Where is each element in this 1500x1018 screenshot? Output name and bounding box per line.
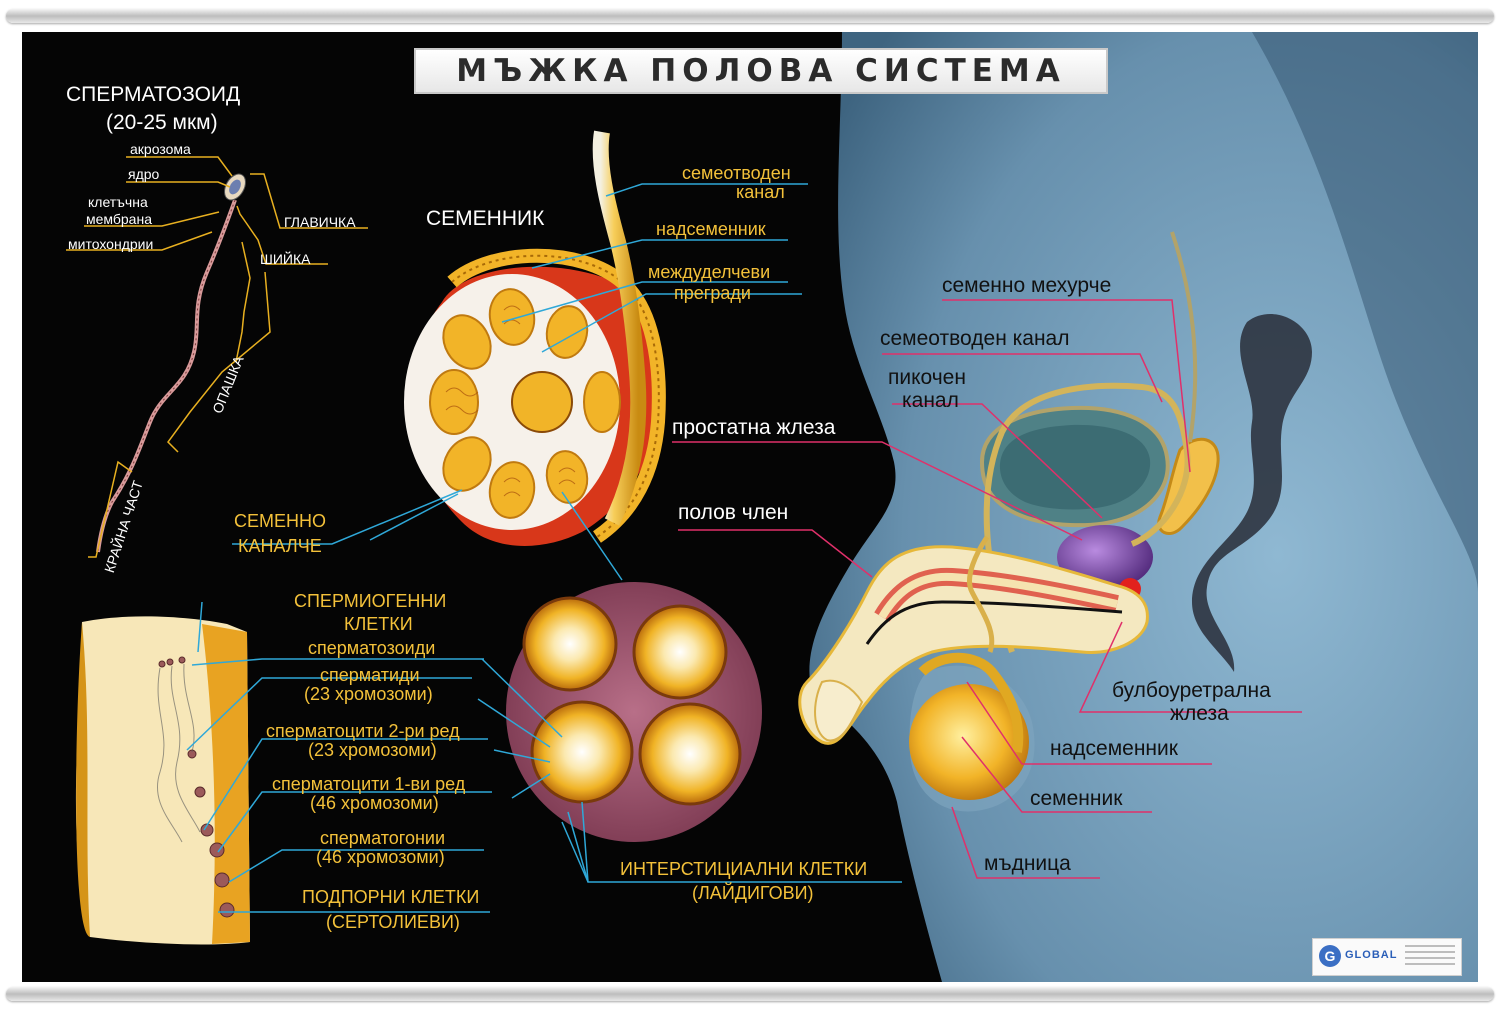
tubule-section-2 — [632, 604, 728, 700]
label-spermatogonia-chr: (46 хромозоми) — [316, 847, 445, 867]
label-leydig-2: (ЛАЙДИГОВИ) — [692, 883, 814, 903]
tubule-section-3 — [530, 700, 634, 804]
label-penis: полов член — [678, 501, 789, 524]
pink-leader-lines — [672, 299, 1302, 879]
vas-deferens-tube — [592, 130, 647, 526]
logo-text: GLOBAL — [1345, 949, 1398, 961]
label-sperm-head: ГЛАВИЧКА — [284, 214, 356, 230]
tubule-section-4 — [638, 702, 742, 806]
label-tubule-2: КАНАЛЧЕ — [238, 536, 322, 556]
label-prim-spermatocytes: сперматоцити 1-ви ред — [272, 774, 466, 794]
testis-lobules — [429, 288, 621, 519]
label-mitochondria: митохондрии — [68, 236, 154, 252]
label-sec-spermatocytes: сперматоцити 2-ри ред — [266, 721, 460, 741]
label-membrane-2: мембрана — [86, 211, 152, 227]
epididymis-body — [918, 652, 1024, 753]
buttock-contour — [1252, 32, 1478, 592]
label-epididymis: надсеменник — [1050, 737, 1178, 760]
label-testis: семенник — [1030, 787, 1123, 810]
label-prostate: простатна жлеза — [672, 416, 836, 439]
label-epididymis-section: надсеменник — [656, 219, 766, 239]
label-bulbourethral-1: булбоуретрална — [1112, 679, 1271, 702]
label-seminal-vesicle: семенно мехурче — [942, 274, 1112, 297]
poster: МЪЖКА ПОЛОВА СИСТЕМА СПЕРМАТОЗОИД (20-25… — [22, 32, 1478, 982]
vas-deferens-loop — [983, 382, 1191, 653]
sperm-heading: СПЕРМАТОЗОИД — [66, 83, 241, 106]
globe-icon: G — [1319, 945, 1341, 967]
bottom-hanging-rod — [6, 987, 1494, 1001]
label-acrosome: акрозома — [130, 141, 191, 157]
label-nucleus: ядро — [128, 166, 160, 182]
sperm-size: (20-25 мкм) — [106, 111, 218, 134]
label-urethra-1: пикочен — [888, 366, 966, 389]
label-bulbourethral-2: жлеза — [1170, 702, 1229, 725]
label-spermatozoa: сперматозоиди — [308, 638, 436, 658]
sperm-tail — [96, 199, 237, 553]
label-spermatogonia: сперматогонии — [320, 828, 446, 848]
label-urethra-2: канал — [902, 389, 959, 412]
testis-heading: СЕМЕННИК — [426, 207, 545, 230]
tubule-section-1 — [522, 596, 618, 692]
publisher-logo: G GLOBAL — [1312, 938, 1462, 976]
title-banner: МЪЖКА ПОЛОВА СИСТЕМА — [414, 48, 1108, 94]
label-sertoli-1: ПОДПОРНИ КЛЕТКИ — [302, 887, 480, 907]
label-sertoli-2: (СЕРТОЛИЕВИ) — [326, 912, 460, 932]
top-hanging-rod — [6, 9, 1494, 23]
label-vas-deferens-1: семеотводен — [682, 163, 791, 183]
page-title: МЪЖКА ПОЛОВА СИСТЕМА — [456, 53, 1066, 89]
poster-illustration — [66, 32, 1478, 982]
label-septa-2: прегради — [674, 283, 751, 303]
label-prim-spermatocytes-chr: (46 хромозоми) — [310, 793, 439, 813]
rectum — [1192, 313, 1312, 672]
label-septa-1: междуделчеви — [648, 262, 771, 282]
testis — [909, 684, 1029, 800]
label-spermatids-chr: (23 хромозоми) — [304, 684, 433, 704]
label-spermatids: сперматиди — [320, 665, 420, 685]
blue-leader-lines — [186, 183, 902, 913]
sperm-leader-lines — [66, 156, 368, 558]
logo-fine-print — [1405, 945, 1455, 969]
tubule-cells — [158, 656, 235, 918]
prostate — [1057, 525, 1153, 589]
spermatogenesis-heading-1: СПЕРМИОГЕННИ — [294, 591, 447, 611]
tubule-wall — [75, 616, 250, 945]
label-scrotum: мъдница — [984, 852, 1071, 875]
label-tubule-1: СЕМЕННО — [234, 511, 327, 531]
label-vas-deferens: семеотводен канал — [880, 327, 1070, 350]
label-leydig-1: ИНТЕРСТИЦИАЛНИ КЛЕТКИ — [620, 859, 868, 879]
label-vas-deferens-2: канал — [736, 182, 785, 202]
spermatogenesis-heading-2: КЛЕТКИ — [344, 614, 413, 634]
label-sec-spermatocytes-chr: (23 хромозоми) — [308, 740, 437, 760]
label-membrane-1: клетъчна — [88, 194, 148, 210]
label-sperm-neck: ШИЙКА — [260, 251, 311, 267]
